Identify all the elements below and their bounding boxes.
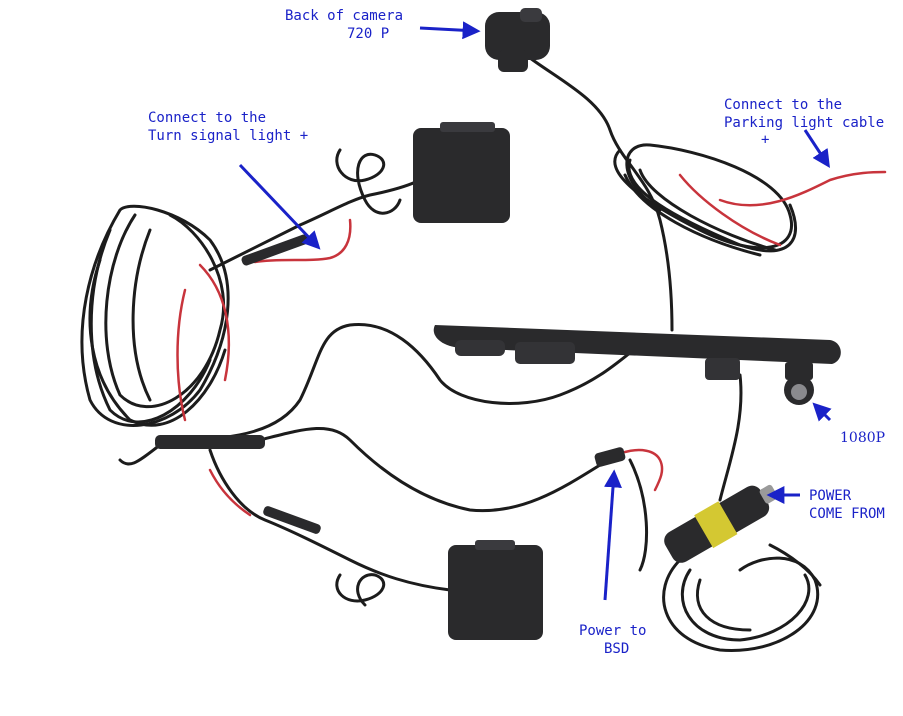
label-parking-3: + (761, 132, 770, 148)
label-power-in-1: POWER (809, 488, 852, 504)
label-back-camera: Back of camera (285, 8, 404, 24)
label-turn-signal-1: Connect to the (148, 110, 267, 126)
arrow-turn-signal (238, 163, 321, 250)
bsd-plug (594, 447, 626, 467)
label-power-in-2: COME FROM (809, 506, 885, 522)
cable-bundle (80, 56, 822, 652)
bsd-module (448, 540, 543, 640)
annotation-arrows (238, 21, 832, 601)
label-1080p: 1080P (840, 430, 886, 446)
lower-plug (263, 506, 321, 534)
arrow-1080p (812, 402, 832, 422)
label-parking-2: Parking light cable (724, 115, 885, 131)
arrow-parking-light (803, 129, 830, 169)
inline-connector (155, 435, 265, 449)
label-bsd-1: Power to (579, 623, 647, 639)
arrow-back-camera (419, 21, 481, 40)
turn-signal-plug (241, 234, 309, 266)
red-wires (176, 170, 887, 517)
back-camera (485, 8, 550, 72)
turn-signal-module (413, 122, 510, 223)
label-turn-signal-2: Turn signal light + (148, 128, 309, 144)
label-parking-1: Connect to the (724, 97, 843, 113)
label-bsd-2: BSD (604, 641, 630, 657)
mirror-recorder (433, 325, 841, 405)
arrow-bsd (603, 469, 622, 601)
label-back-camera-resolution: 720 P (347, 26, 390, 42)
